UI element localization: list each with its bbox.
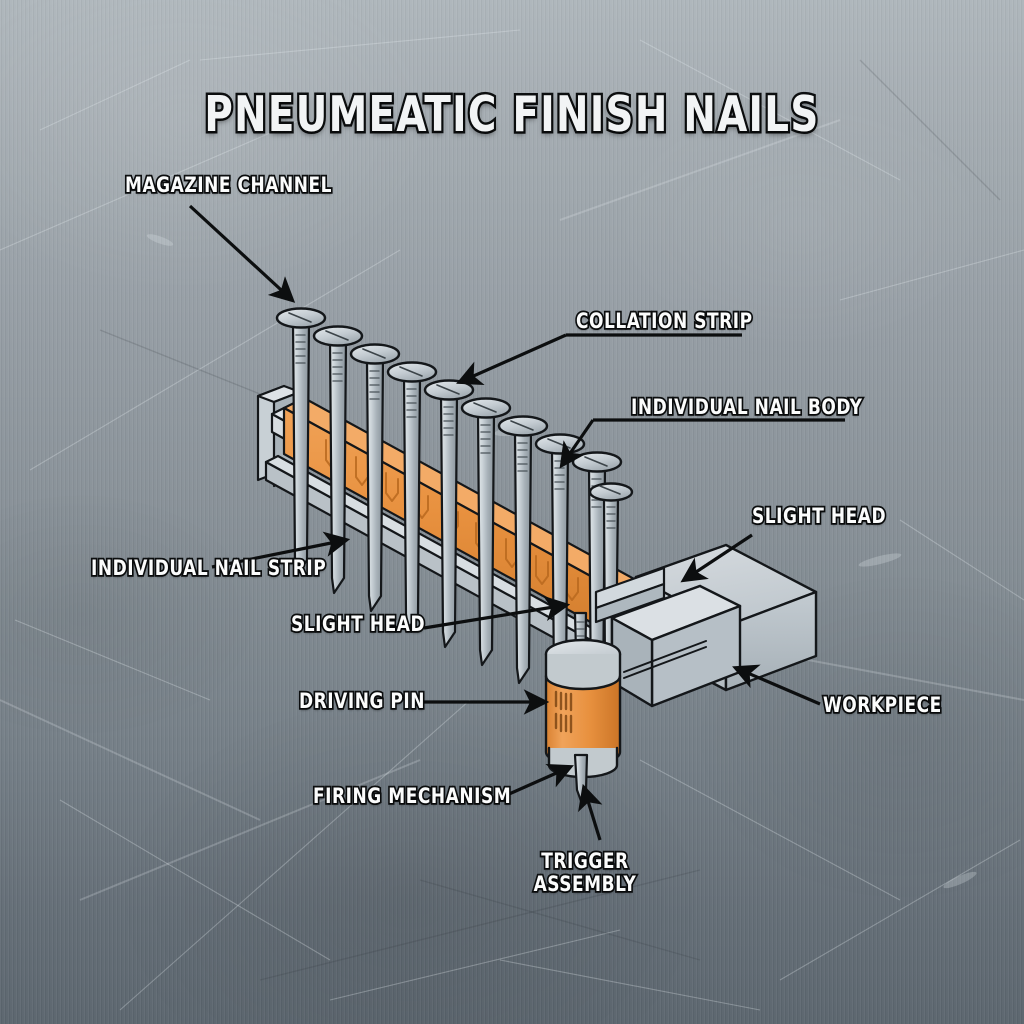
guide-rail <box>594 566 666 624</box>
nail-5 <box>423 379 475 649</box>
nail-7 <box>497 415 549 685</box>
label-individual-nail-strip: INDIVIDUAL NAIL STRIP <box>89 555 327 581</box>
label-trigger-assembly-line1: TRIGGER <box>540 848 630 874</box>
label-collation-strip: COLLATION STRIP <box>574 308 753 334</box>
label-slight-head-left: SLIGHT HEAD <box>289 611 426 637</box>
nail-3 <box>349 343 401 613</box>
label-individual-nail-body: INDIVIDUAL NAIL BODY <box>629 394 863 420</box>
nail-2 <box>312 325 364 595</box>
leader-individual-nail-body <box>559 419 595 469</box>
leader-firing-mechanism <box>506 763 574 797</box>
label-workpiece: WORKPIECE <box>821 692 943 718</box>
label-trigger-assembly-line2: ASSEMBLY <box>532 871 638 897</box>
label-magazine-channel: MAGAZINE CHANNEL <box>123 172 333 198</box>
leader-slight-head-left <box>423 595 571 630</box>
nail-4 <box>386 361 438 631</box>
leader-magazine-channel <box>188 204 296 303</box>
leader-individual-nail-strip <box>211 531 351 569</box>
leader-workpiece <box>732 664 821 706</box>
label-driving-pin: DRIVING PIN <box>297 688 426 714</box>
page-title: PNEUMEATIC FINISH NAILS <box>202 84 820 146</box>
label-trigger-assembly: TRIGGER ASSEMBLY <box>504 848 666 897</box>
nail-1 <box>275 307 327 577</box>
leader-collation-strip <box>456 333 567 386</box>
leader-slight-head-right <box>680 533 753 583</box>
leader-trigger-assembly <box>578 783 603 841</box>
label-slight-head-right: SLIGHT HEAD <box>750 503 887 529</box>
label-firing-mechanism: FIRING MECHANISM <box>311 783 512 809</box>
nail-6 <box>460 397 512 667</box>
